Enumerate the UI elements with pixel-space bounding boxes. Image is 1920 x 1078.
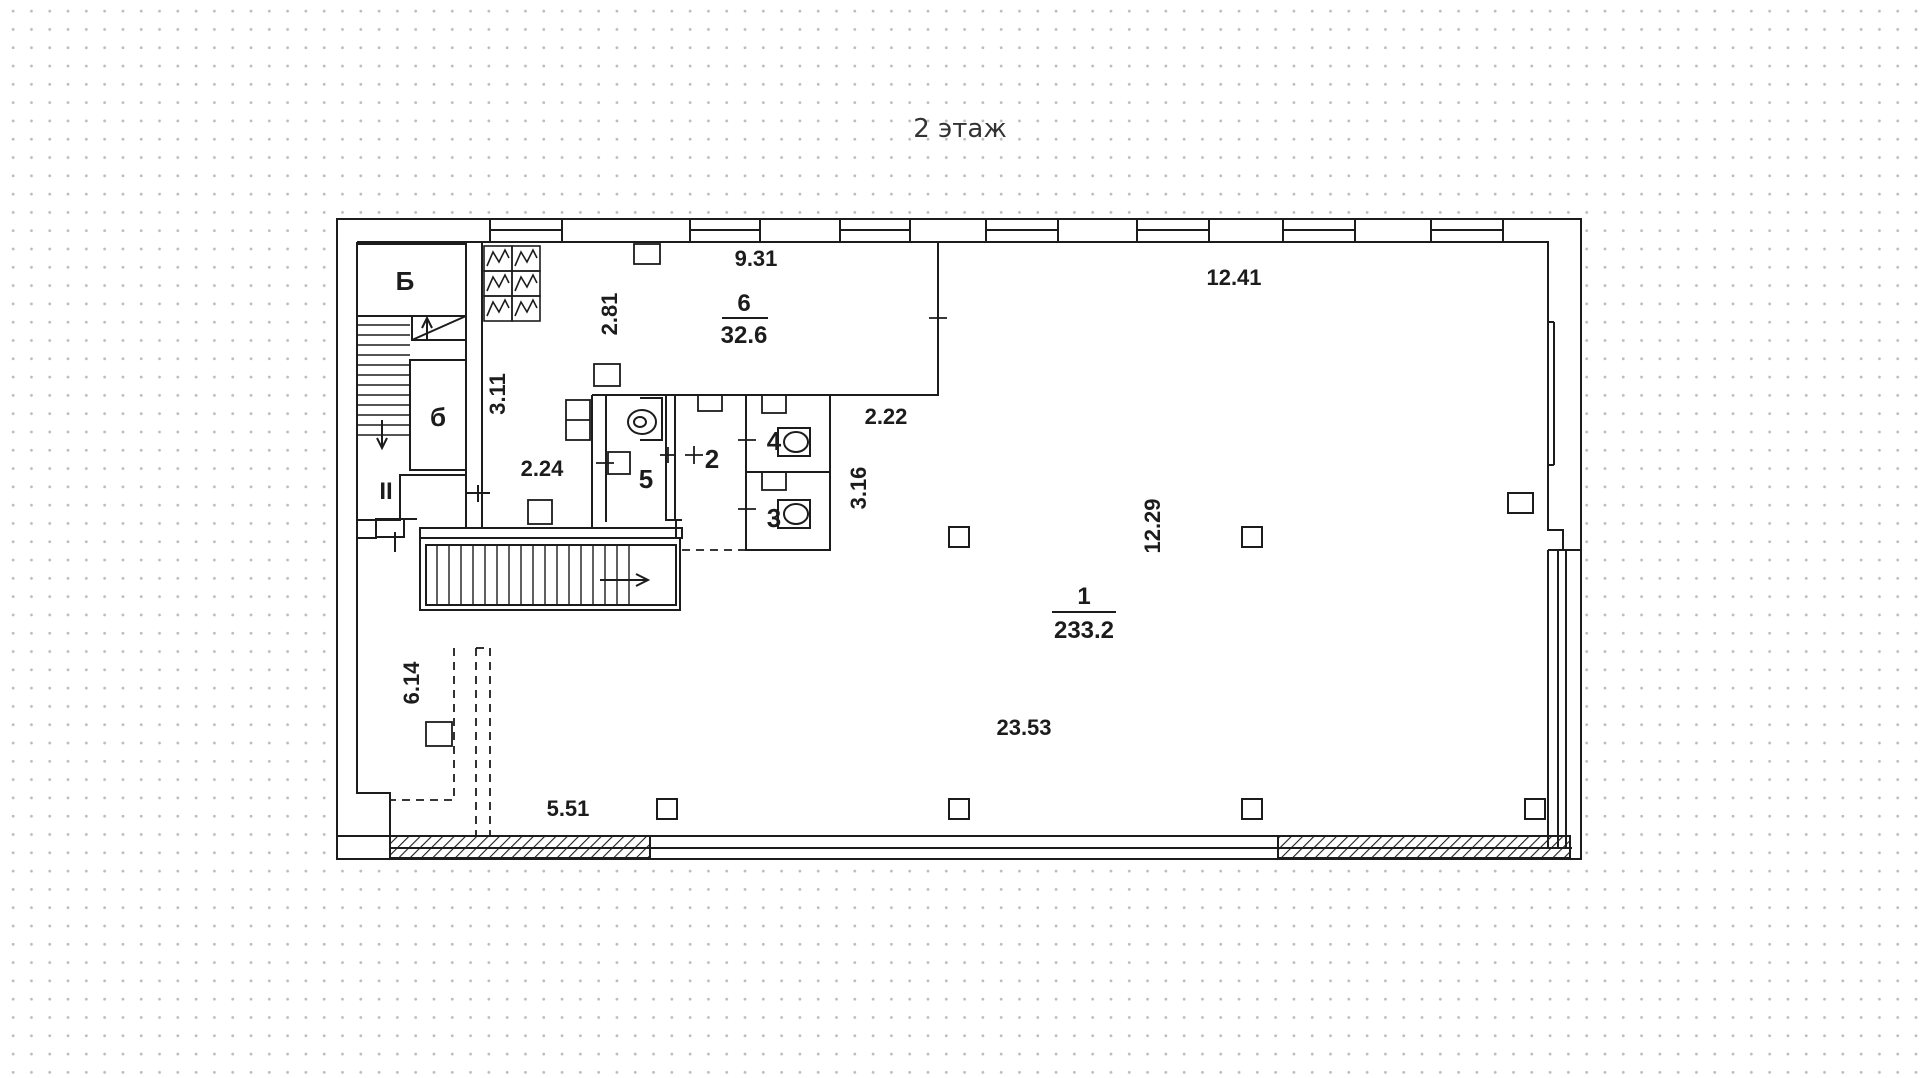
dim-12-29: 12.29 (1140, 498, 1165, 553)
dim-5-51: 5.51 (547, 796, 590, 821)
radiator-grid (483, 245, 541, 322)
main-staircase (419, 537, 681, 611)
dim-6-14: 6.14 (399, 661, 424, 705)
dim-23-53: 23.53 (996, 715, 1051, 740)
dim-2-24: 2.24 (521, 456, 565, 481)
door-ticks (596, 308, 947, 518)
room-6-number: 6 (737, 290, 750, 317)
room-3-number: 3 (767, 503, 781, 533)
room-6-area: 32.6 (721, 322, 768, 349)
room-5-number: 5 (639, 464, 653, 494)
dim-2-22: 2.22 (865, 404, 908, 429)
sockets (425, 243, 787, 747)
dashed-outlines (390, 549, 746, 836)
floor-title: 2 этаж (913, 114, 1007, 144)
top-windows (489, 218, 1504, 243)
stair-b (356, 243, 490, 552)
room-1-area: 233.2 (1054, 617, 1114, 644)
stair-b-label: Б (396, 266, 415, 296)
room-1-number: 1 (1077, 583, 1090, 610)
columns (656, 526, 1546, 820)
dim-3-11: 3.11 (485, 373, 510, 415)
dim-12-41: 12.41 (1206, 265, 1261, 290)
toilets (627, 397, 811, 529)
room-2-number: 2 (705, 444, 719, 474)
dim-3-16: 3.16 (846, 467, 871, 510)
room-4-number: 4 (767, 426, 782, 456)
hatched-walls (389, 835, 1571, 859)
dim-9-31: 9.31 (735, 246, 778, 271)
stair-b-lower-label: б (430, 402, 446, 432)
dim-2-81: 2.81 (597, 293, 622, 336)
stair-roman-label: II (379, 478, 392, 505)
